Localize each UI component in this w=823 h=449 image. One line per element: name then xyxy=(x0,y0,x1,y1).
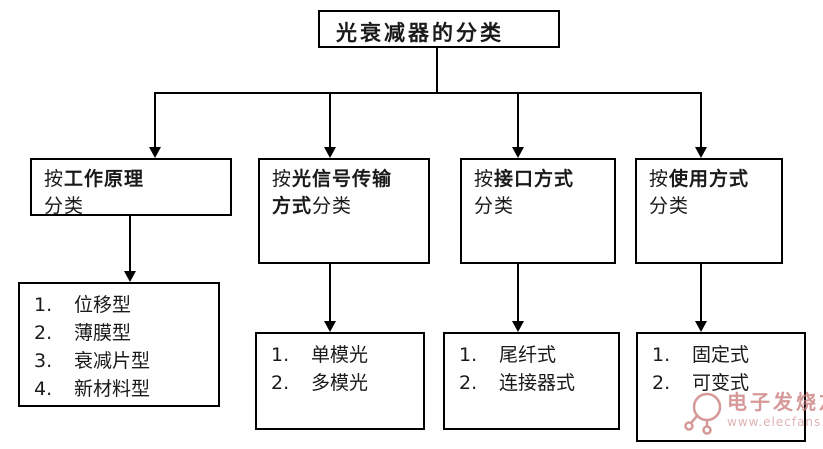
arrow-down-icon xyxy=(695,147,707,158)
connector-leaf-2 xyxy=(329,264,331,323)
branch-label: 按工作原理 分类 xyxy=(32,160,230,220)
connector-leaf-3 xyxy=(517,264,519,323)
leaf-box-principle: 1. 位移型 2. 薄膜型 3. 衰减片型 4. 新材料型 xyxy=(18,282,220,407)
list-item-label: 固定式 xyxy=(692,344,750,366)
list-item: 1. 单模光 xyxy=(271,341,423,369)
label-segment: 光信号传输 方式 xyxy=(272,168,393,217)
branch-box-signal-transmission: 按光信号传输 方式分类 xyxy=(258,158,430,264)
list-item-number: 2. xyxy=(34,322,53,344)
list-item: 2. 可变式 xyxy=(652,369,804,397)
connector-drop-4 xyxy=(700,92,702,148)
label-segment: 接口方式 xyxy=(494,168,575,190)
arrow-down-icon xyxy=(324,147,336,158)
list-item-label: 位移型 xyxy=(74,294,132,316)
list-item-label: 单模光 xyxy=(311,344,369,366)
branch-label: 按接口方式 分类 xyxy=(462,160,614,220)
branch-box-interface: 按接口方式 分类 xyxy=(460,158,616,264)
arrow-down-icon xyxy=(149,147,161,158)
arrow-down-icon xyxy=(512,147,524,158)
label-segment: 按 xyxy=(44,168,65,190)
label-segment: 使用方式 xyxy=(669,168,750,190)
label-segment: 分类 xyxy=(649,195,690,217)
list-item-number: 1. xyxy=(271,344,290,366)
list-item: 1. 尾纤式 xyxy=(459,341,618,369)
list-item: 2. 连接器式 xyxy=(459,369,618,397)
list-item-number: 1. xyxy=(34,294,53,316)
label-segment: 按 xyxy=(649,168,670,190)
connector-drop-3 xyxy=(517,92,519,148)
list-item-label: 可变式 xyxy=(692,372,750,394)
list-item-number: 3. xyxy=(34,350,53,372)
list-item-number: 2. xyxy=(459,372,478,394)
root-box: 光衰减器的分类 xyxy=(318,10,560,48)
connector-leaf-1 xyxy=(129,216,131,273)
list-item-number: 2. xyxy=(652,372,671,394)
leaf-list: 1. 尾纤式 2. 连接器式 xyxy=(445,334,618,397)
list-item: 2. 多模光 xyxy=(271,369,423,397)
connector-horizontal-bus xyxy=(154,92,701,94)
connector-drop-2 xyxy=(329,92,331,148)
branch-label: 按使用方式 分类 xyxy=(637,160,781,220)
list-item-label: 新材料型 xyxy=(74,378,151,400)
list-item-number: 2. xyxy=(271,372,290,394)
label-segment: 分类 xyxy=(312,195,353,217)
label-segment: 分类 xyxy=(474,195,515,217)
branch-label: 按光信号传输 方式分类 xyxy=(260,160,428,220)
list-item: 4. 新材料型 xyxy=(34,375,218,403)
list-item: 1. 固定式 xyxy=(652,341,804,369)
arrow-down-icon xyxy=(695,321,707,332)
list-item-label: 多模光 xyxy=(311,372,369,394)
leaf-list: 1. 位移型 2. 薄膜型 3. 衰减片型 4. 新材料型 xyxy=(20,284,218,403)
branch-box-principle: 按工作原理 分类 xyxy=(30,158,232,217)
arrow-down-icon xyxy=(124,271,136,282)
connector-leaf-4 xyxy=(700,264,702,323)
list-item-label: 尾纤式 xyxy=(499,344,557,366)
list-item-number: 1. xyxy=(459,344,478,366)
label-segment: 工作原理 xyxy=(64,168,145,190)
leaf-box-interface: 1. 尾纤式 2. 连接器式 xyxy=(443,332,620,430)
list-item-label: 薄膜型 xyxy=(74,322,132,344)
leaf-list: 1. 单模光 2. 多模光 xyxy=(257,334,423,397)
leaf-box-signal-transmission: 1. 单模光 2. 多模光 xyxy=(255,332,425,430)
list-item: 3. 衰减片型 xyxy=(34,347,218,375)
label-segment: 分类 xyxy=(44,195,85,217)
connector-root-vertical xyxy=(436,48,438,92)
leaf-box-usage: 1. 固定式 2. 可变式 xyxy=(636,332,806,442)
list-item: 2. 薄膜型 xyxy=(34,319,218,347)
arrow-down-icon xyxy=(324,321,336,332)
list-item-number: 4. xyxy=(34,378,53,400)
list-item: 1. 位移型 xyxy=(34,291,218,319)
list-item-label: 衰减片型 xyxy=(74,350,151,372)
arrow-down-icon xyxy=(512,321,524,332)
leaf-list: 1. 固定式 2. 可变式 xyxy=(638,334,804,397)
diagram-title: 光衰减器的分类 xyxy=(336,21,504,45)
branch-box-usage: 按使用方式 分类 xyxy=(635,158,783,264)
label-segment: 按 xyxy=(474,168,495,190)
list-item-label: 连接器式 xyxy=(499,372,576,394)
label-segment: 按 xyxy=(272,168,293,190)
list-item-number: 1. xyxy=(652,344,671,366)
connector-drop-1 xyxy=(154,92,156,148)
